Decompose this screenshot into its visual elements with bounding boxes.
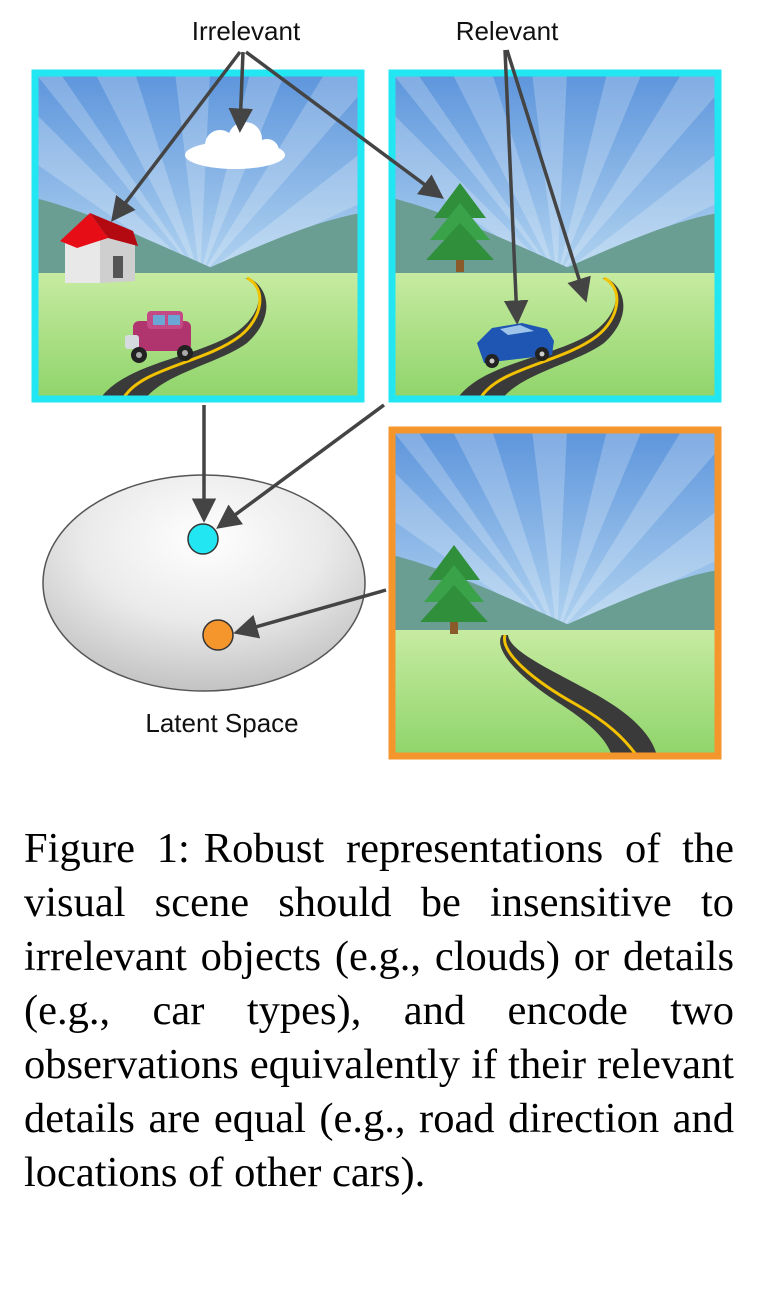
relevant-label: Relevant (456, 16, 559, 46)
figure-caption: Figure 1:Robust representations of the v… (24, 822, 734, 1200)
figure-diagram: Irrelevant Relevant Latent Space (31, 16, 722, 760)
scene-panel-1 (31, 69, 365, 403)
house-icon (60, 213, 138, 283)
arrows (111, 49, 591, 639)
irrelevant-label: Irrelevant (192, 16, 301, 46)
scene-panel-3 (388, 426, 722, 760)
blue-car-icon (477, 323, 554, 368)
caption-text: Robust representations of the visual sce… (24, 825, 734, 1196)
scene-panel-2 (388, 69, 722, 403)
old-car-icon (125, 311, 193, 363)
cyan-latent-point (187, 523, 219, 555)
orange-latent-point (202, 619, 234, 651)
caption-label: Figure 1: (24, 825, 190, 872)
latent-space-label: Latent Space (145, 708, 298, 738)
